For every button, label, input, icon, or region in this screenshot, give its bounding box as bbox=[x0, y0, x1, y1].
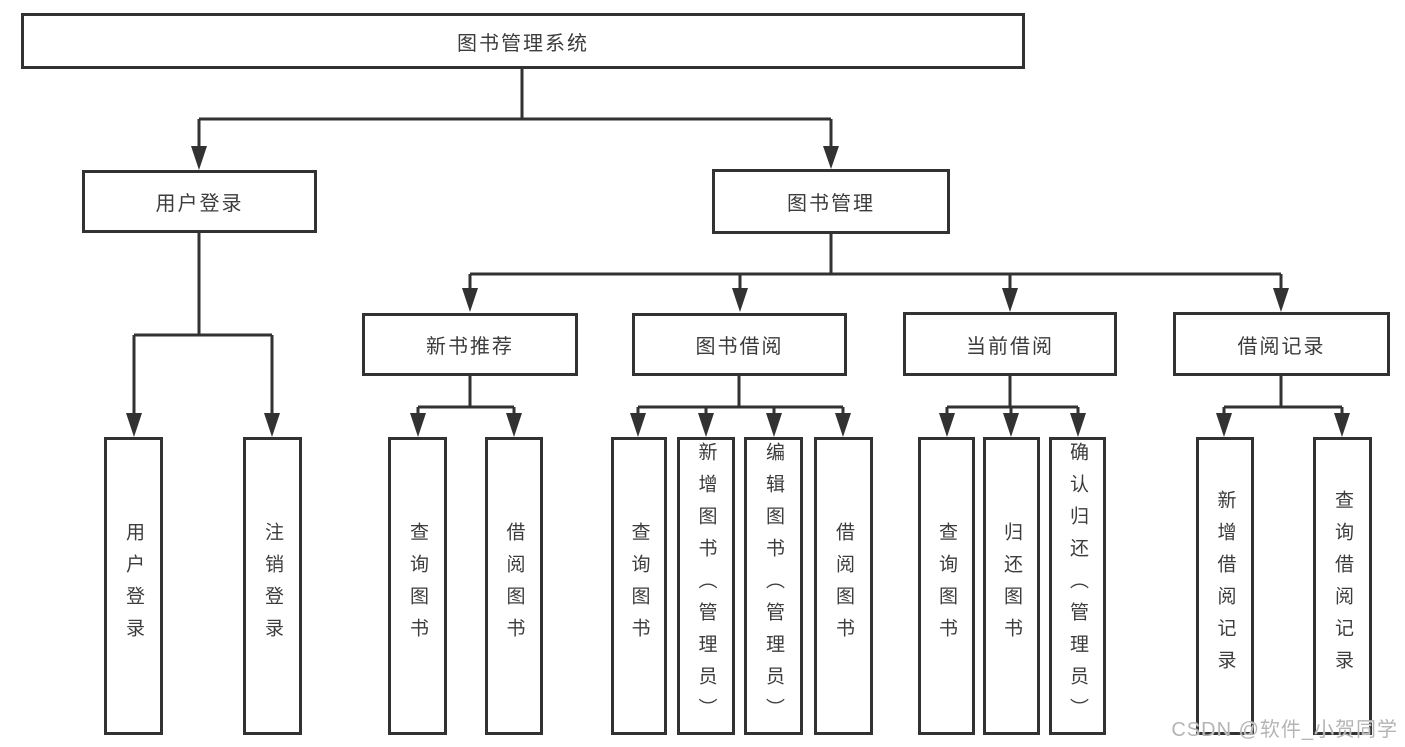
watermark: CSDN @软件_小贺同学 bbox=[1171, 719, 1398, 741]
leaf-edit-book-admin: 编辑图书（管理员） bbox=[744, 437, 803, 735]
leaf-edit-book-admin-label: 编辑图书（管理员） bbox=[763, 442, 784, 730]
leaf-return-book-label: 归还图书 bbox=[1001, 522, 1022, 650]
leaf-user-login: 用户登录 bbox=[104, 437, 163, 735]
leaf-query-books-1: 查询图书 bbox=[388, 437, 447, 735]
leaf-query-books-2-label: 查询图书 bbox=[628, 522, 650, 650]
leaf-query-borrow-record: 查询借阅记录 bbox=[1313, 437, 1372, 735]
leaf-borrow-books-1: 借阅图书 bbox=[485, 437, 543, 735]
leaf-borrow-books-2-label: 借阅图书 bbox=[833, 522, 854, 650]
leaf-logout-label: 注销登录 bbox=[262, 522, 283, 650]
leaf-query-books-3-label: 查询图书 bbox=[936, 522, 957, 650]
leaf-logout: 注销登录 bbox=[243, 437, 302, 735]
node-book-borrow: 图书借阅 bbox=[632, 313, 847, 376]
leaf-confirm-return-admin: 确认归还（管理员） bbox=[1049, 437, 1106, 735]
node-new-book-recommend: 新书推荐 bbox=[362, 313, 578, 376]
node-user-login-branch: 用户登录 bbox=[82, 170, 317, 233]
leaf-add-borrow-record: 新增借阅记录 bbox=[1196, 437, 1254, 735]
leaf-query-books-1-label: 查询图书 bbox=[407, 522, 428, 650]
leaf-query-books-3: 查询图书 bbox=[918, 437, 975, 735]
leaf-add-book-admin-label: 新增图书（管理员） bbox=[695, 442, 717, 730]
leaf-query-books-2: 查询图书 bbox=[611, 437, 667, 735]
leaf-add-book-admin: 新增图书（管理员） bbox=[677, 437, 735, 735]
leaf-return-book: 归还图书 bbox=[983, 437, 1040, 735]
leaf-borrow-books-2: 借阅图书 bbox=[814, 437, 873, 735]
leaf-query-borrow-record-label: 查询借阅记录 bbox=[1332, 490, 1353, 682]
leaf-add-borrow-record-label: 新增借阅记录 bbox=[1214, 490, 1236, 682]
leaf-confirm-return-admin-label: 确认归还（管理员） bbox=[1067, 442, 1088, 730]
node-borrow-records: 借阅记录 bbox=[1173, 312, 1390, 376]
leaf-user-login-label: 用户登录 bbox=[123, 522, 144, 650]
node-current-borrow: 当前借阅 bbox=[903, 312, 1117, 376]
leaf-borrow-books-1-label: 借阅图书 bbox=[503, 522, 525, 650]
node-book-management: 图书管理 bbox=[712, 169, 950, 234]
node-root: 图书管理系统 bbox=[21, 13, 1025, 69]
